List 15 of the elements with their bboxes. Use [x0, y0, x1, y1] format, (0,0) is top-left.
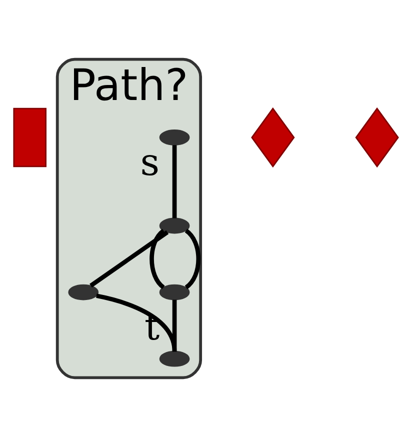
node-label: s — [140, 140, 160, 184]
connector — [172, 300, 177, 352]
connector — [150, 229, 165, 289]
connector — [96, 294, 177, 352]
node-circle — [68, 284, 99, 300]
node-circle — [159, 350, 190, 367]
node-diamond — [355, 107, 399, 168]
connector — [90, 230, 169, 288]
node-diamond — [251, 107, 295, 168]
connector — [184, 228, 201, 290]
connector — [172, 145, 177, 218]
node-bar — [13, 108, 46, 168]
node-circle — [159, 218, 190, 234]
node-circle — [159, 284, 190, 300]
node-circle — [159, 130, 190, 146]
